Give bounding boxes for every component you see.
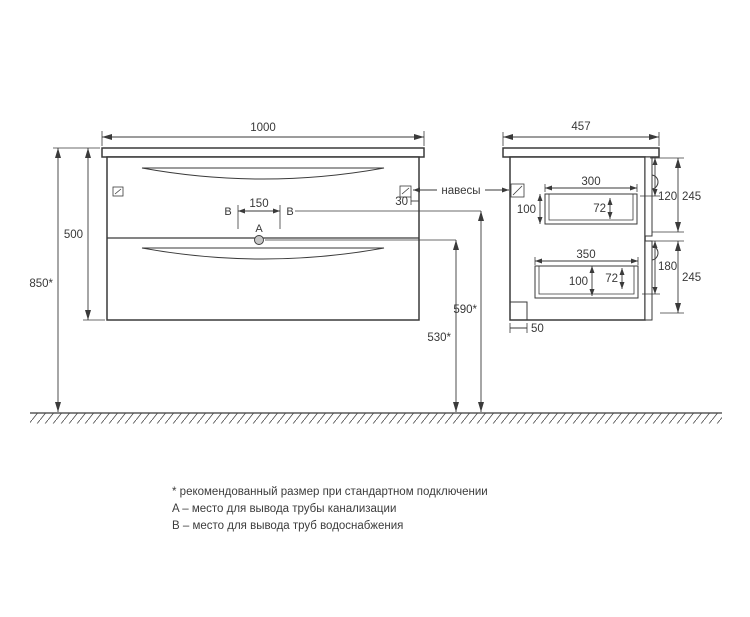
dim-label-drain-height: 530*	[427, 332, 451, 344]
dim-label-depth: 457	[571, 121, 590, 133]
dim-front-width: 1000	[101, 122, 425, 146]
bracket-detail-line	[114, 188, 122, 195]
dim-top-front: 120 245	[640, 157, 701, 233]
dim-supply-height: 590*	[295, 210, 484, 412]
dim-outlet-spacing: 150 B B	[224, 198, 294, 229]
legend: * рекомендованный размер при стандартном…	[172, 486, 488, 532]
dim-side-depth: 457	[502, 121, 660, 146]
dim-label-bottom-box-height: 100	[569, 276, 588, 288]
drawer-box-inner	[548, 194, 634, 221]
wall-bracket-right	[399, 185, 412, 198]
dim-label-bracket-offset: 30	[395, 196, 408, 208]
hangers-callout: навесы	[413, 185, 509, 197]
front-view: 1000 500 850* 150 B B A	[29, 122, 484, 412]
wall-bracket-side	[510, 183, 525, 198]
countertop-front	[101, 147, 425, 158]
dim-label-outlet-spacing: 150	[249, 198, 268, 210]
drawer-box-outline	[544, 193, 638, 225]
countertop-side	[502, 147, 660, 158]
drawer-box-inner	[538, 266, 635, 295]
top-drawer-handle	[141, 167, 385, 180]
bracket-detail-line	[401, 187, 410, 195]
dim-label-supply-height: 590*	[453, 304, 477, 316]
dim-label-top-front-height: 245	[682, 191, 701, 203]
top-drawer-box: 300 72 100	[517, 176, 638, 225]
dim-label-top-width: 300	[581, 176, 600, 188]
back-notch	[510, 301, 528, 320]
legend-note-a: A – место для вывода трубы канализации	[172, 503, 396, 515]
dim-label-top-box-height: 100	[517, 204, 536, 216]
floor	[30, 412, 722, 424]
dim-label-height: 500	[64, 229, 83, 241]
dim-front-total-height: 850*	[29, 148, 61, 412]
dim-label-bottom-inner-height: 72	[605, 273, 618, 285]
top-drawer-front-panel	[644, 156, 653, 237]
wall-bracket-left	[112, 186, 124, 197]
marker-b-right: B	[286, 206, 293, 218]
floor-hatching	[30, 413, 722, 424]
marker-a: A	[255, 223, 263, 235]
dim-label-total-height: 850*	[29, 278, 53, 290]
bracket-detail-line	[512, 185, 523, 196]
dim-label-bottom-width: 350	[576, 249, 595, 261]
dim-drain-height: 530*	[265, 239, 459, 412]
bottom-drawer-box: 350 100 72	[534, 249, 639, 299]
dim-label-bottom-front-gap: 180	[658, 261, 677, 273]
dim-front-height: 500	[53, 147, 105, 321]
drain-marker: A	[254, 223, 264, 245]
dim-label-bottom-front-height: 245	[682, 272, 701, 284]
hangers-label: навесы	[441, 185, 480, 197]
dim-bracket-offset: 30	[395, 196, 420, 208]
legend-note-asterisk: * рекомендованный размер при стандартном…	[172, 486, 488, 498]
drain-hole-icon	[254, 235, 264, 245]
dim-back-offset: 50	[509, 301, 544, 335]
dim-bottom-front: 180 245	[642, 240, 701, 314]
dim-label-top-front-gap: 120	[658, 191, 677, 203]
legend-note-b: B – место для вывода труб водоснабжения	[172, 520, 403, 532]
bottom-drawer-handle	[141, 247, 385, 260]
dim-label-top-inner-height: 72	[593, 203, 606, 215]
bottom-drawer-front-panel	[644, 240, 653, 321]
side-view: 457 300 72 100 120 245	[502, 121, 701, 335]
marker-b-left: B	[224, 206, 231, 218]
dim-label-back-offset: 50	[531, 323, 544, 335]
dim-label-width: 1000	[250, 122, 276, 134]
